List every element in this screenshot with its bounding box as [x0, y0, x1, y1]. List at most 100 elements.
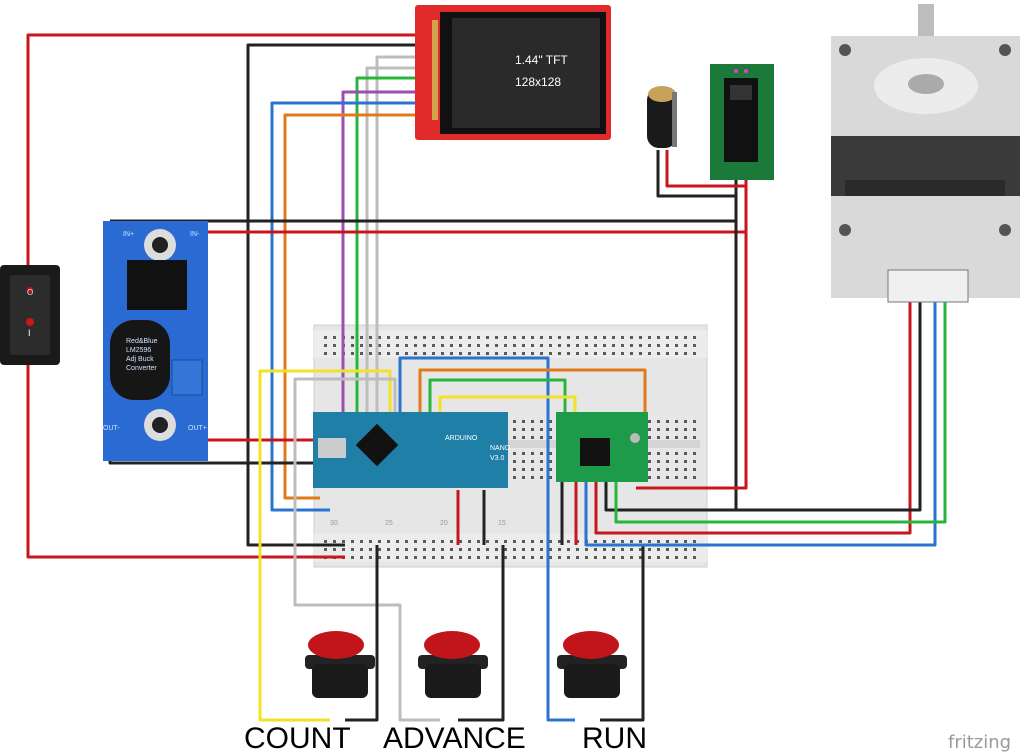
wire-green-motor: [614, 300, 947, 524]
bb-hole: [513, 344, 516, 347]
bb-hole: [342, 540, 345, 543]
bb-col-15: 15: [498, 520, 506, 527]
bb-hole: [333, 540, 336, 543]
bb-hole: [648, 452, 651, 455]
bb-hole: [567, 336, 570, 339]
button-count[interactable]: [305, 631, 375, 698]
bb-hole: [585, 556, 588, 559]
bb-hole: [522, 436, 525, 439]
bb-hole: [495, 548, 498, 551]
bb-hole: [486, 352, 489, 355]
bb-hole: [684, 476, 687, 479]
bb-hole: [540, 352, 543, 355]
bb-hole: [513, 428, 516, 431]
bb-hole: [531, 428, 534, 431]
bb-hole: [612, 556, 615, 559]
bb-hole: [612, 344, 615, 347]
bb-hole: [657, 460, 660, 463]
bb-hole: [639, 548, 642, 551]
arduino-name-1: ARDUINO: [445, 435, 478, 442]
bb-hole: [549, 548, 552, 551]
bb-hole: [666, 468, 669, 471]
bb-hole: [540, 468, 543, 471]
bb-hole: [360, 344, 363, 347]
bb-hole: [387, 352, 390, 355]
bb-hole: [657, 556, 660, 559]
bb-hole: [666, 352, 669, 355]
bb-hole: [684, 344, 687, 347]
bb-hole: [360, 556, 363, 559]
wire-black-motor: [604, 300, 922, 512]
bb-hole: [495, 540, 498, 543]
bb-hole: [396, 548, 399, 551]
wire-blue-jumper: [398, 356, 575, 722]
bb-hole: [648, 468, 651, 471]
bb-hole: [675, 460, 678, 463]
bb-hole: [513, 548, 516, 551]
bb-hole: [513, 468, 516, 471]
bb-hole: [567, 344, 570, 347]
bb-hole: [333, 344, 336, 347]
button-run[interactable]: [557, 631, 627, 698]
bb-hole: [576, 344, 579, 347]
arduino-nano: ARDUINO NANO V3.0: [313, 412, 511, 488]
bb-hole: [585, 548, 588, 551]
wire-black-cap: [656, 150, 736, 198]
bb-hole: [369, 540, 372, 543]
bb-hole: [684, 420, 687, 423]
wire-red-jack-down: [636, 232, 748, 490]
label-run: RUN: [582, 722, 647, 754]
bb-hole: [684, 452, 687, 455]
bb-hole: [594, 540, 597, 543]
arduino-name-2: NANO: [490, 445, 511, 452]
bb-hole: [693, 344, 696, 347]
button-advance[interactable]: [418, 631, 488, 698]
bb-hole: [549, 336, 552, 339]
bb-hole: [684, 468, 687, 471]
bb-hole: [558, 556, 561, 559]
bb-hole: [378, 548, 381, 551]
bb-hole: [630, 336, 633, 339]
bb-hole: [504, 336, 507, 339]
bb-hole: [468, 548, 471, 551]
bb-hole: [666, 428, 669, 431]
bb-hole: [369, 556, 372, 559]
bb-hole: [513, 436, 516, 439]
bb-hole: [576, 548, 579, 551]
bb-hole: [504, 556, 507, 559]
bb-hole: [666, 452, 669, 455]
bb-hole: [324, 336, 327, 339]
bb-hole: [369, 548, 372, 551]
tft-label-line1: 1.44" TFT: [515, 53, 568, 67]
bb-hole: [639, 556, 642, 559]
bb-hole: [612, 548, 615, 551]
bb-col-30: 30: [330, 520, 338, 527]
wire-red-buck-in: [200, 175, 748, 234]
bb-hole: [558, 540, 561, 543]
bb-hole: [675, 420, 678, 423]
bb-hole: [477, 344, 480, 347]
bb-hole: [531, 336, 534, 339]
rocker-switch: O I: [0, 265, 60, 365]
bb-hole: [531, 436, 534, 439]
bb-hole: [549, 344, 552, 347]
bb-hole: [549, 428, 552, 431]
bb-hole: [414, 336, 417, 339]
bb-hole: [612, 336, 615, 339]
bb-hole: [432, 336, 435, 339]
wire-red-cap: [665, 150, 746, 188]
bb-hole: [369, 344, 372, 347]
bb-hole: [477, 556, 480, 559]
bb-hole: [675, 476, 678, 479]
dc-power-jack: [710, 64, 774, 180]
bb-hole: [468, 352, 471, 355]
bb-hole: [405, 556, 408, 559]
bb-hole: [522, 452, 525, 455]
bb-hole: [666, 548, 669, 551]
bb-hole: [621, 540, 624, 543]
bb-hole: [693, 452, 696, 455]
bb-hole: [675, 352, 678, 355]
bb-hole: [531, 352, 534, 355]
bb-hole: [585, 336, 588, 339]
wire-gray-advance: [293, 377, 440, 722]
